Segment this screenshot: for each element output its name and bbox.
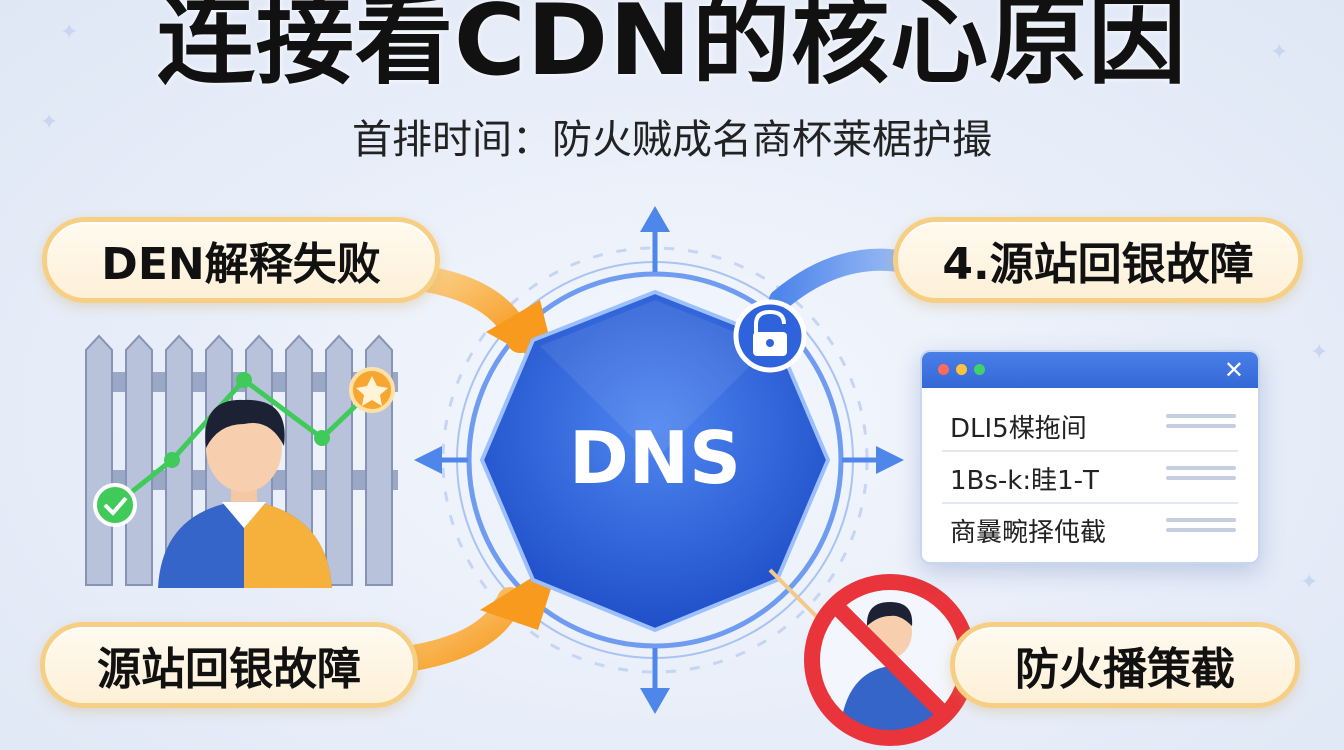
hub-label: DNS <box>569 416 741 500</box>
up-arrow <box>640 206 670 272</box>
list-item: DLI5楳拖间 <box>922 400 1258 452</box>
card-label: 源站回银故障 <box>97 644 361 695</box>
card-label: 4.源站回银故障 <box>942 239 1254 290</box>
sparkle-decoration: ✦ <box>1310 340 1329 365</box>
window-dot-red <box>938 364 949 375</box>
check-icon <box>93 483 137 527</box>
right-arrow <box>842 446 904 474</box>
browser-titlebar: ✕ <box>922 352 1258 388</box>
window-dot-yellow <box>956 364 967 375</box>
down-arrow <box>640 648 670 714</box>
list-item-text: 商曩畹择伅截 <box>950 518 1107 548</box>
sparkle-decoration: ✦ <box>1270 40 1289 65</box>
card-label: DEN解释失败 <box>101 239 381 290</box>
cause-card-origin-fault-2: 源站回银故障 <box>40 622 418 708</box>
lock-icon <box>733 299 807 373</box>
placeholder-lines <box>1166 414 1236 434</box>
list-item: 1Bs-k:眭1-T <box>922 452 1258 504</box>
placeholder-lines <box>1166 466 1236 486</box>
list-item: 商曩畹择伅截 <box>922 504 1258 556</box>
card-label: 防火播策截 <box>1015 644 1235 695</box>
window-dot-green <box>974 364 985 375</box>
close-icon: ✕ <box>1223 356 1244 384</box>
list-item-text: 1Bs-k:眭1-T <box>950 466 1099 496</box>
page-subtitle: 首排时间：防火贼成名商杯莱椐护撮 <box>352 117 992 163</box>
blue-arc-arrow <box>769 248 916 311</box>
star-badge-icon <box>349 367 395 413</box>
cause-card-dns-failure: DEN解释失败 <box>42 217 440 303</box>
left-arrow <box>414 446 468 474</box>
middle-ring <box>466 271 844 649</box>
trend-line <box>113 372 372 507</box>
browser-window-card: ✕ DLI5楳拖间 1Bs-k:眭1-T 商曩畹择伅截 <box>920 350 1260 564</box>
cause-card-origin-fault: 4.源站回银故障 <box>893 217 1303 303</box>
placeholder-lines <box>1166 518 1236 538</box>
sparkle-decoration: ✦ <box>40 110 59 135</box>
list-item-text: DLI5楳拖间 <box>950 414 1087 444</box>
cause-card-firewall: 防火播策截 <box>950 622 1300 708</box>
page-title: 连接看CDN的核心原因 <box>156 0 1188 98</box>
sparkle-decoration: ✦ <box>1300 570 1319 595</box>
person-icon <box>158 399 332 588</box>
prohibit-icon <box>804 574 976 746</box>
sparkle-decoration: ✦ <box>60 20 79 45</box>
dns-hub <box>479 289 831 633</box>
